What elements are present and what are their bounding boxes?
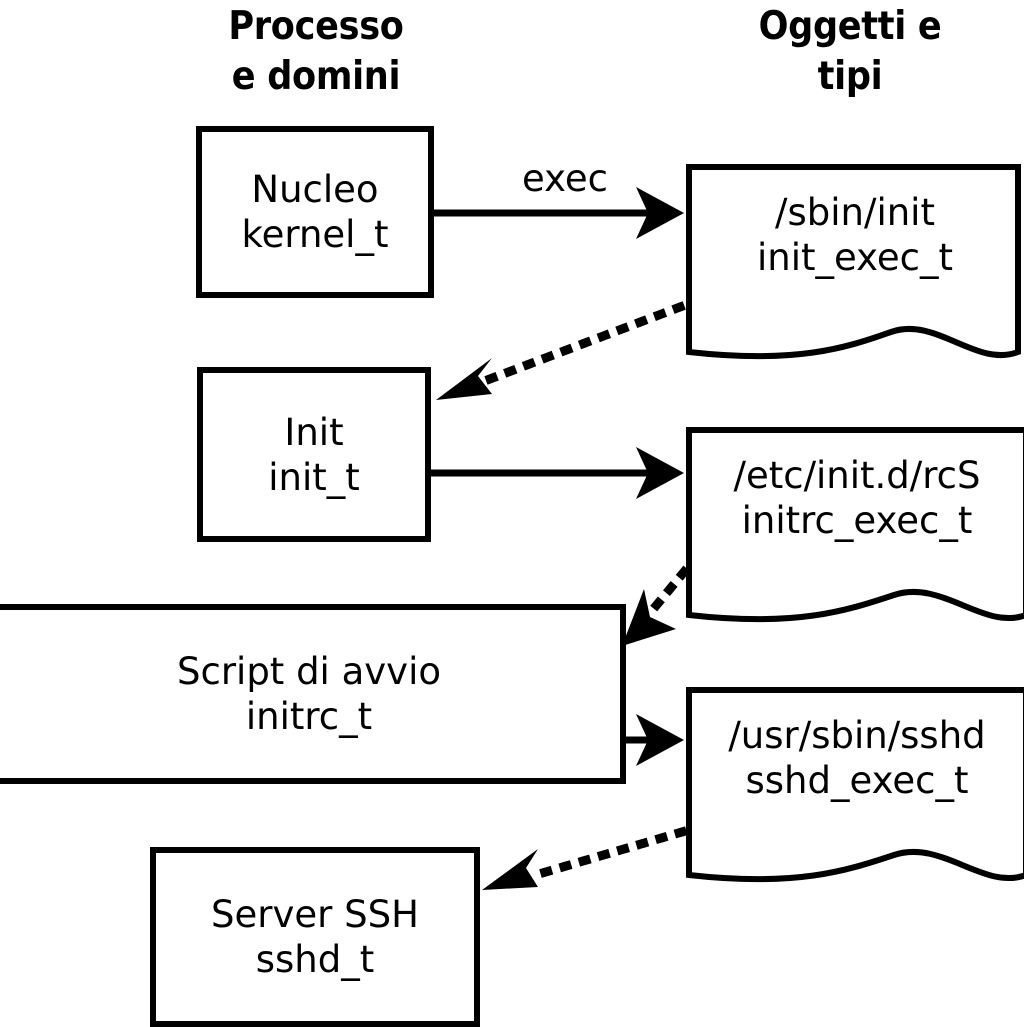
document-shape-icon: [686, 687, 1024, 883]
object-node-initrc-exec-label: /etc/init.d/rcS initrc_exec_t: [733, 454, 981, 542]
column-header-objects: Oggetti e tipi: [758, 4, 942, 99]
object-node-initrc-exec[interactable]: [686, 427, 1024, 627]
edge-init-to-initrc-exec: [431, 447, 684, 499]
process-node-kernel-label: Nucleo kernel_t: [241, 168, 389, 256]
process-node-kernel[interactable]: Nucleo kernel_t: [196, 126, 434, 298]
edge-initrc-exec-to-initrc: [622, 565, 691, 646]
edge-init-exec-to-init: [436, 301, 686, 400]
edge-label-exec: exec: [522, 157, 608, 200]
edge-initrc-to-sshd-exec: [625, 714, 684, 766]
process-node-initrc[interactable]: Script di avvio initrc_t: [0, 604, 626, 784]
edge-sshd-exec-to-sshd: [482, 826, 688, 890]
column-header-processes: Processo e domini: [228, 4, 404, 99]
object-node-sshd-exec-label: /usr/sbin/sshd sshd_exec_t: [728, 714, 986, 802]
object-node-sshd-exec[interactable]: [686, 687, 1024, 887]
process-node-init-label: Init init_t: [268, 410, 360, 499]
document-shape-icon: [686, 427, 1024, 623]
object-node-init-exec-label: /sbin/init init_exec_t: [756, 191, 953, 279]
process-node-sshd[interactable]: Server SSH sshd_t: [150, 847, 480, 1027]
object-node-init-exec[interactable]: [686, 164, 1024, 364]
document-shape-icon: [686, 164, 1021, 360]
process-node-init[interactable]: Init init_t: [197, 367, 431, 542]
process-node-initrc-label: Script di avvio initrc_t: [177, 650, 441, 738]
process-node-sshd-label: Server SSH sshd_t: [211, 893, 419, 981]
